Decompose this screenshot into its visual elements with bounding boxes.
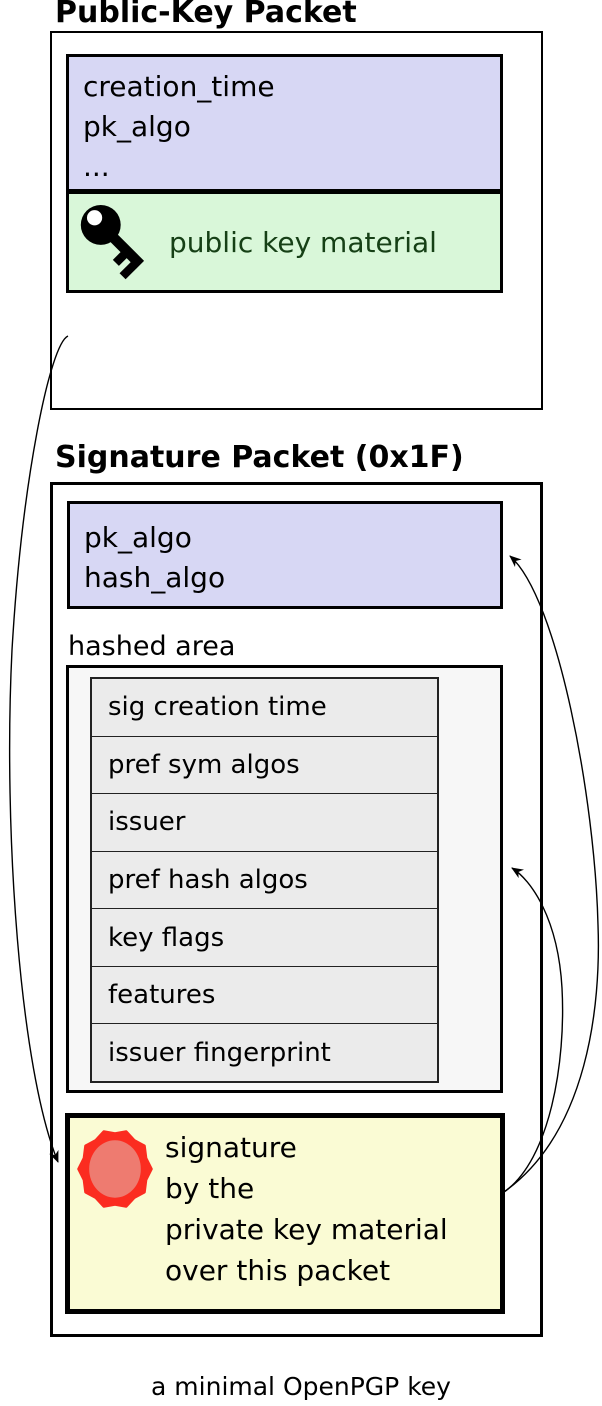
subpacket-row: key flags [92,909,437,967]
field-creation-time: creation_time [83,70,275,103]
field-pk-algo: pk_algo [84,521,192,554]
field-pk-algo: pk_algo [83,110,191,143]
public-key-packet-title: Public-Key Packet [55,0,357,30]
subpacket-row: issuer [92,794,437,852]
public-key-header-fields-box: creation_time pk_algo ... [66,54,503,192]
signature-line: signature [165,1131,297,1164]
key-icon [77,202,153,282]
seal-icon [74,1125,156,1213]
subpacket-list: sig creation time pref sym algos issuer … [90,677,439,1083]
signature-line: private key material [165,1213,448,1246]
field-hash-algo: hash_algo [84,561,226,594]
diagram-caption: a minimal OpenPGP key [151,1372,451,1401]
subpacket-row: pref sym algos [92,737,437,795]
public-key-material-box: public key material [66,191,503,293]
subpacket-row: features [92,967,437,1025]
subpacket-row: sig creation time [92,679,437,737]
field-ellipsis: ... [83,150,110,183]
hashed-area-label: hashed area [68,631,236,662]
signature-line: over this packet [165,1254,391,1287]
subpacket-row: issuer fingerprint [108,1037,331,1068]
signature-packet-title: Signature Packet (0x1F) [55,440,464,475]
signature-algo-header-box: pk_algo hash_algo [67,501,503,609]
signature-text: signature by the private key material ov… [165,1127,448,1291]
signature-line: by the [165,1172,255,1205]
subpacket-row: pref hash algos [92,852,437,910]
public-key-material-label: public key material [169,225,437,259]
